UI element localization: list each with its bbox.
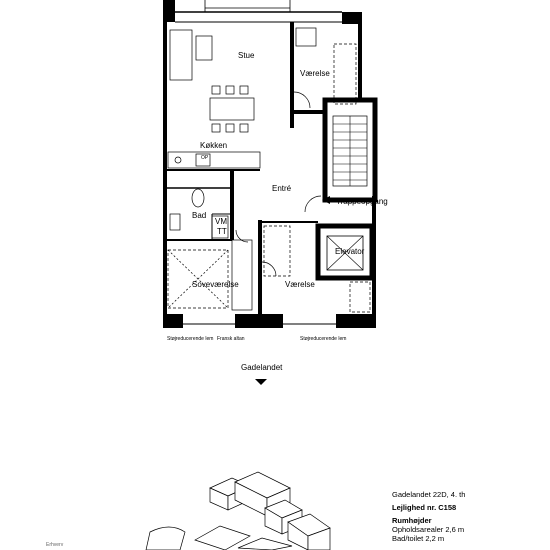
room-label-trappeopgang: Trappeopgang — [336, 197, 388, 206]
room-label-sovevaerelse: Soveværelse — [192, 280, 239, 289]
height-bad-toilet: Bad/toilet 2,2 m — [392, 534, 445, 543]
walls — [163, 0, 378, 328]
furniture — [167, 27, 371, 313]
annotation-fransk-altan: Fransk altan — [217, 336, 245, 342]
apartment-number: Lejlighed nr. C158 — [392, 503, 457, 512]
street-arrow-icon — [255, 379, 267, 385]
room-label-vaerelse-bottom: Værelse — [285, 280, 315, 289]
room-label-bad: Bad — [192, 211, 206, 220]
label-op: OP — [201, 155, 209, 161]
heights-title: Rumhøjder — [392, 516, 432, 525]
label-tt: TT — [217, 227, 227, 236]
apartment-info: Gadelandet 22D, 4. th Lejlighed nr. C158… — [392, 490, 465, 543]
label-vm: VM — [215, 217, 227, 226]
annotation-stoj-right: Støjreducerende lem — [300, 336, 346, 342]
entrance-arrow-icon — [322, 196, 330, 204]
annotation-stoj-left: Støjreducerende lem — [167, 336, 213, 342]
stair-treads — [333, 116, 367, 186]
room-label-vaerelse-top: Værelse — [300, 69, 330, 78]
street-label: Gadelandet — [241, 363, 283, 372]
height-opholdsarealer: Opholdsarealer 2,6 m — [392, 525, 465, 534]
address: Gadelandet 22D, 4. th — [392, 490, 466, 499]
room-label-koekken: Køkken — [200, 141, 227, 150]
room-label-stue: Stue — [238, 51, 255, 60]
room-label-entre: Entré — [272, 184, 292, 193]
site-model-illustration — [145, 471, 331, 550]
erhverv-label: Erhverv — [46, 542, 64, 548]
room-label-elevator: Elevator — [335, 247, 365, 256]
